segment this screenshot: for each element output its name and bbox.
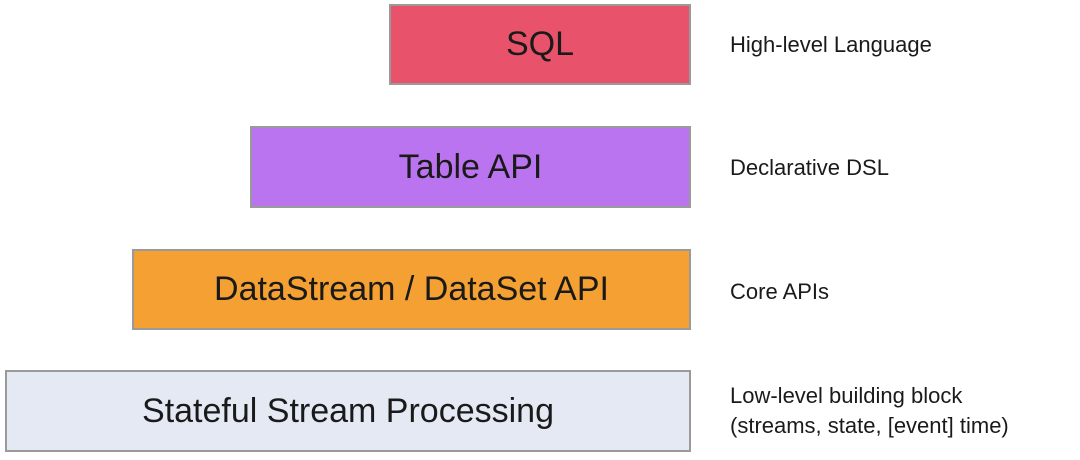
layer-description-sql: High-level Language: [730, 30, 932, 60]
layer-label: Stateful Stream Processing: [142, 391, 554, 430]
layer-datastream-dataset-api: DataStream / DataSet API: [132, 249, 691, 330]
layer-table-api: Table API: [250, 126, 691, 208]
layer-description-table-api: Declarative DSL: [730, 153, 889, 183]
description-line: Core APIs: [730, 279, 830, 304]
description-line: High-level Language: [730, 32, 932, 57]
description-line: Low-level building block: [730, 383, 963, 408]
layer-stateful-stream-processing: Stateful Stream Processing: [5, 370, 691, 452]
description-line: Declarative DSL: [730, 155, 889, 180]
layer-sql: SQL: [389, 4, 691, 85]
layer-label: DataStream / DataSet API: [214, 270, 609, 308]
layer-label: Table API: [398, 147, 543, 186]
layer-description-core-apis: Core APIs: [730, 277, 829, 307]
description-line: (streams, state, [event] time): [730, 413, 1009, 438]
layer-description-low-level: Low-level building block (streams, state…: [730, 381, 1009, 441]
layer-label: SQL: [505, 25, 575, 63]
